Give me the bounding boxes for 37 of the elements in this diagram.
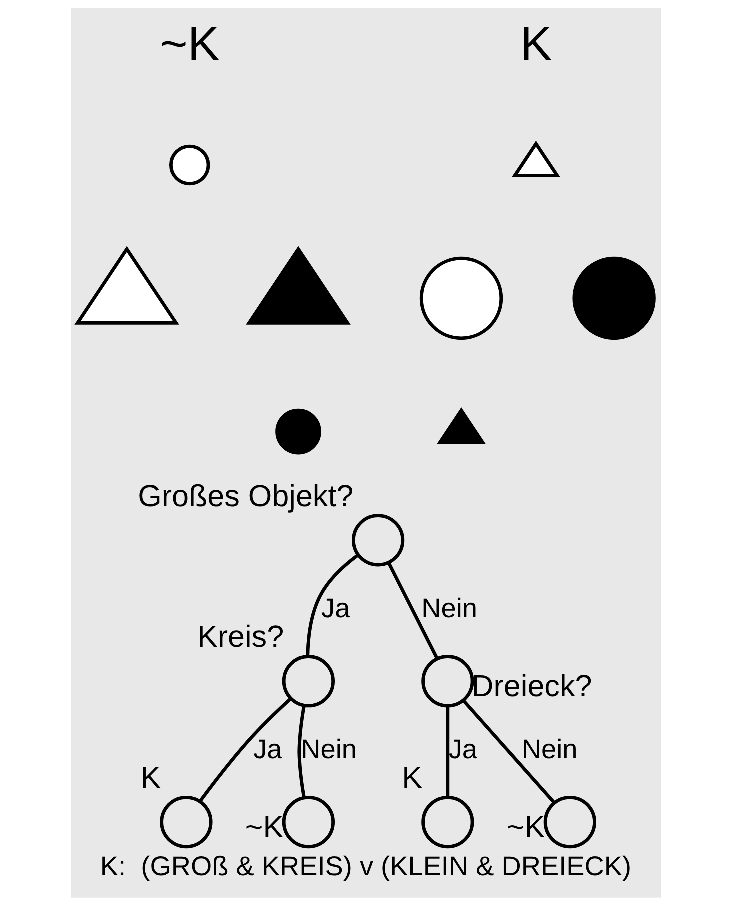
connector	[446, 706, 450, 798]
node-circle	[160, 796, 212, 849]
node-circle	[421, 655, 474, 708]
connector	[462, 700, 556, 804]
node-label: ~K	[506, 810, 545, 844]
node-circle	[419, 256, 503, 340]
connector	[297, 706, 306, 798]
node-label: K	[140, 761, 160, 796]
node-label: ~K	[244, 810, 284, 844]
edge-label: Ja	[448, 733, 478, 764]
edge-label: Nein	[421, 592, 478, 624]
edge-label: Ja	[321, 592, 350, 624]
edge-label: Nein	[521, 733, 578, 764]
connector	[198, 698, 292, 802]
node-triangle	[74, 246, 179, 325]
connector	[386, 562, 438, 660]
node-label: Großes Objekt?	[138, 479, 354, 514]
node-label: K	[402, 761, 422, 796]
node-circle	[352, 514, 404, 567]
caption: K: (GROß & KREIS) v (KLEIN & DREIECK)	[100, 850, 632, 882]
node-circle	[282, 796, 335, 849]
node-circle	[543, 796, 596, 849]
node-circle	[282, 655, 335, 708]
connector	[306, 554, 359, 656]
node-circle	[168, 144, 210, 186]
edge-label: Nein	[300, 733, 356, 764]
node-label: Kreis?	[196, 620, 284, 654]
label: K	[520, 18, 552, 71]
node-circle	[275, 408, 321, 455]
node-triangle	[246, 246, 350, 325]
node-triangle	[436, 408, 486, 444]
edge-label: Ja	[253, 733, 282, 764]
node-circle	[421, 796, 474, 849]
node-label: Dreieck?	[471, 669, 592, 704]
node-triangle	[511, 140, 560, 178]
node-circle	[572, 256, 656, 340]
label: ~K	[160, 18, 220, 71]
